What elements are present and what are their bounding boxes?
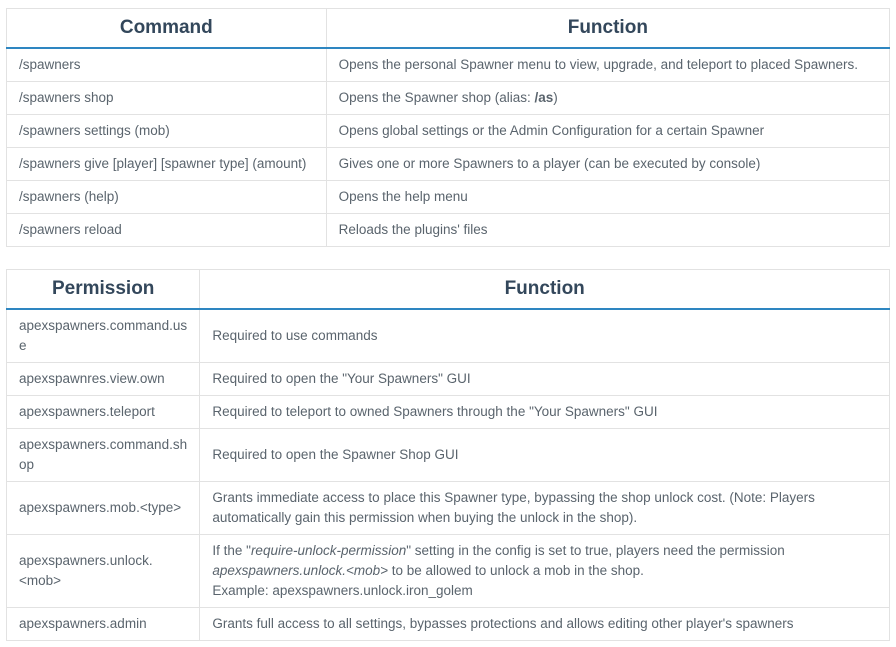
- function-cell: Grants immediate access to place this Sp…: [199, 481, 890, 535]
- permissions-table: Permission Function apexspawners.command…: [6, 269, 890, 641]
- commands-table-row: /spawners give [player] [spawner type] (…: [6, 147, 890, 181]
- function-cell: Opens global settings or the Admin Confi…: [326, 114, 890, 148]
- permissions-function-column-header: Function: [199, 269, 890, 310]
- text: Example: apexspawners.unlock.iron_golem: [212, 583, 473, 598]
- text: Required to open the Spawner Shop GUI: [212, 447, 459, 462]
- command-cell: /spawners shop: [6, 81, 327, 115]
- function-cell: Opens the Spawner shop (alias: /as): [326, 81, 890, 115]
- function-cell: Reloads the plugins' files: [326, 213, 890, 247]
- permissions-table-row: apexspawners.unlock.<mob>If the "require…: [6, 534, 890, 608]
- function-cell: If the "require-unlock-permission" setti…: [199, 534, 890, 608]
- function-cell: Required to teleport to owned Spawners t…: [199, 395, 890, 429]
- text: Opens the help menu: [338, 189, 468, 204]
- permissions-table-body: apexspawners.command.use Required to use …: [6, 308, 890, 641]
- function-cell: Opens the personal Spawner menu to view,…: [326, 47, 890, 82]
- italic-text: apexspawners.unlock.<mob>: [212, 563, 388, 578]
- text: to be allowed to unlock a mob in the sho…: [387, 563, 644, 578]
- permissions-table-row: apexspawners.admin Grants full access to …: [6, 607, 890, 641]
- commands-table-row: /spawners (help) Opens the help menu: [6, 180, 890, 214]
- function-cell: Gives one or more Spawners to a player (…: [326, 147, 890, 181]
- text: Required to use commands: [212, 328, 378, 343]
- command-cell: /spawners give [player] [spawner type] (…: [6, 147, 327, 181]
- commands-table: Command Function /spawners Opens the pers…: [6, 8, 890, 247]
- italic-text: require-unlock-permission: [250, 543, 407, 558]
- function-cell: Opens the help menu: [326, 180, 890, 214]
- permissions-table-row: apexspawners.teleport Required to telepor…: [6, 395, 890, 429]
- command-cell: /spawners (help): [6, 180, 327, 214]
- text: Gives one or more Spawners to a player (…: [338, 156, 761, 171]
- text: Opens global settings or the Admin Confi…: [338, 123, 765, 138]
- commands-table-row: /spawners reload Reloads the plugins' fil…: [6, 213, 890, 247]
- command-cell: /spawners reload: [6, 213, 327, 247]
- text: Reloads the plugins' files: [338, 222, 488, 237]
- permissions-table-head: Permission Function: [6, 269, 890, 310]
- commands-table-head: Command Function: [6, 8, 890, 49]
- command-cell: /spawners settings (mob): [6, 114, 327, 148]
- commands-table-row: /spawners settings (mob) Opens global set…: [6, 114, 890, 148]
- permission-cell: apexspawners.teleport: [6, 395, 201, 429]
- function-cell: Grants full access to all settings, bypa…: [199, 607, 890, 641]
- commands-table-body: /spawners Opens the personal Spawner menu…: [6, 47, 890, 247]
- permissions-table-row: apexspawners.mob.<type> Grants immediate …: [6, 481, 890, 535]
- command-cell: /spawners: [6, 47, 327, 82]
- text: If the ": [212, 543, 251, 558]
- text: Required to teleport to owned Spawners t…: [212, 404, 658, 419]
- permission-cell: apexspawners.mob.<type>: [6, 481, 201, 535]
- text: " setting in the config is set to true, …: [406, 543, 785, 558]
- permissions-table-row: apexspawnres.view.own Required to open th…: [6, 362, 890, 396]
- commands-header-row: Command Function: [6, 8, 890, 49]
- permission-cell: apexspawners.command.use: [6, 308, 201, 363]
- function-cell: Required to use commands: [199, 308, 890, 363]
- function-cell: Required to open the Spawner Shop GUI: [199, 428, 890, 482]
- permission-cell: apexspawners.admin: [6, 607, 201, 641]
- permission-cell: apexspawnres.view.own: [6, 362, 201, 396]
- commands-table-row: /spawners Opens the personal Spawner menu…: [6, 47, 890, 82]
- text: Opens the personal Spawner menu to view,…: [338, 57, 858, 72]
- permissions-header-row: Permission Function: [6, 269, 890, 310]
- commands-column-header: Command: [6, 8, 327, 49]
- text: Opens the Spawner shop (alias:: [338, 90, 535, 105]
- text: Required to open the "Your Spawners" GUI: [212, 371, 471, 386]
- permission-cell: apexspawners.unlock.<mob>: [6, 534, 201, 608]
- permission-cell: apexspawners.command.shop: [6, 428, 201, 482]
- function-cell: Required to open the "Your Spawners" GUI: [199, 362, 890, 396]
- text: Grants full access to all settings, bypa…: [212, 616, 794, 631]
- permissions-table-row: apexspawners.command.use Required to use …: [6, 308, 890, 363]
- commands-function-column-header: Function: [326, 8, 890, 49]
- permissions-table-row: apexspawners.command.shop Required to ope…: [6, 428, 890, 482]
- permissions-column-header: Permission: [6, 269, 201, 310]
- text: Grants immediate access to place this Sp…: [212, 490, 815, 525]
- bold-text: /as: [534, 90, 554, 105]
- text: ): [553, 90, 558, 105]
- plugin-docs-page: Command Function /spawners Opens the pers…: [6, 8, 890, 641]
